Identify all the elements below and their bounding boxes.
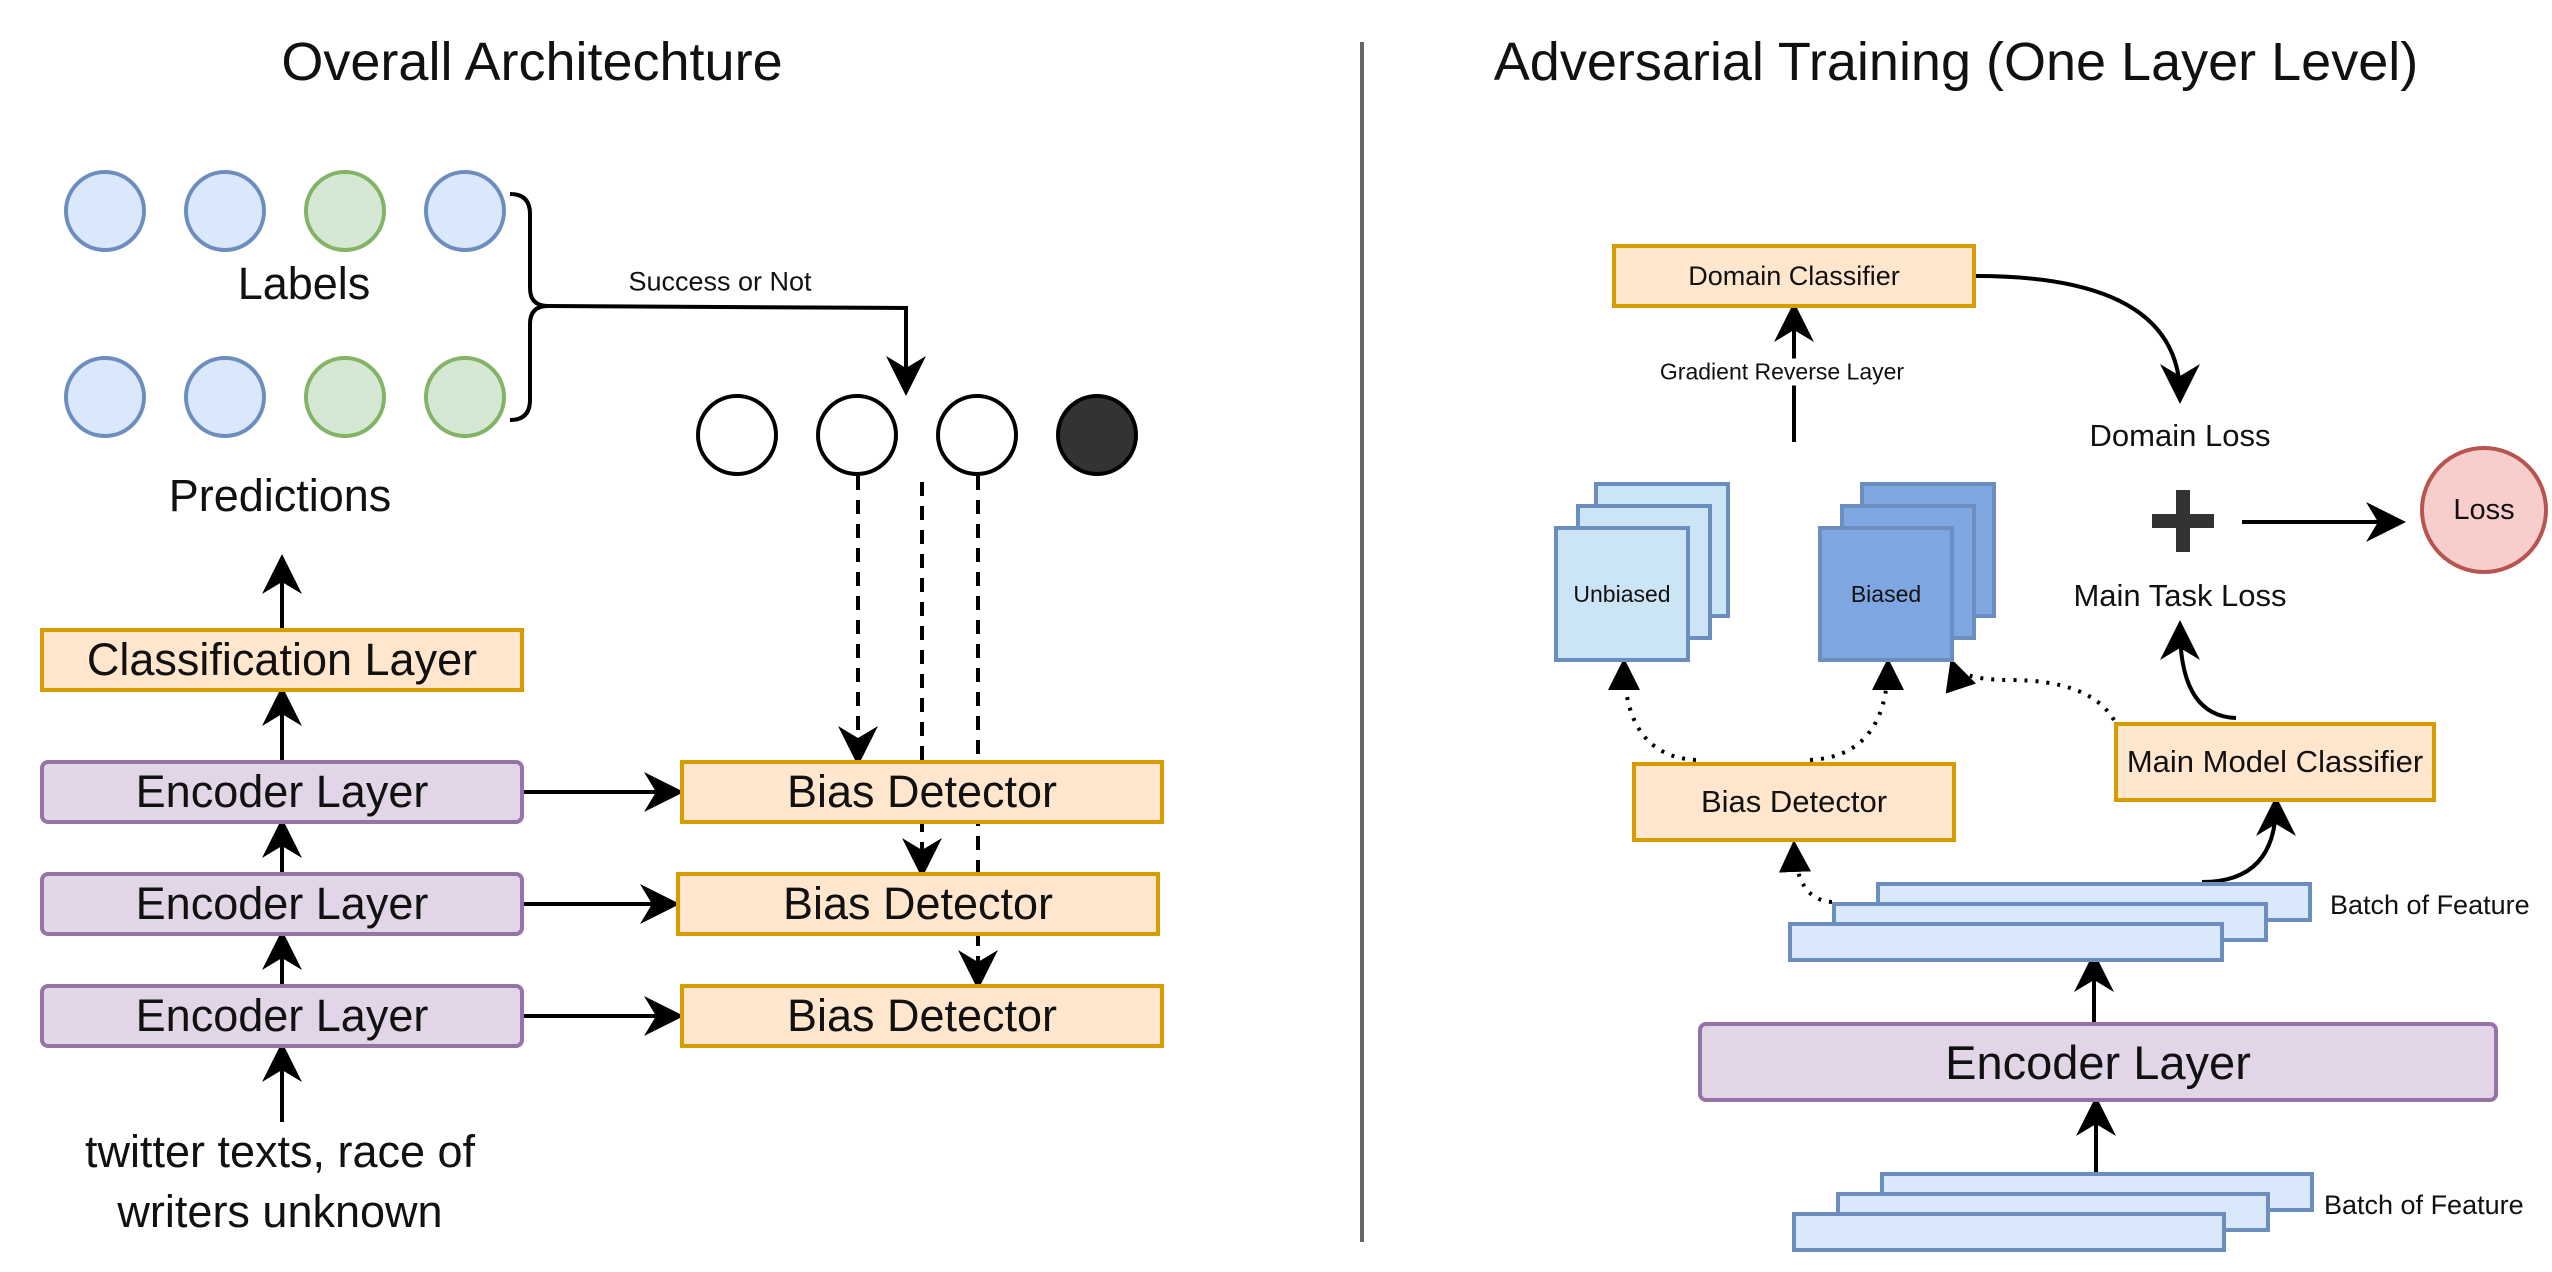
- prediction-circle: [64, 356, 146, 438]
- loss-circle: Loss: [2420, 446, 2548, 574]
- unbiased-card: Unbiased: [1554, 526, 1690, 662]
- main-task-loss-label: Main Task Loss: [2073, 578, 2287, 613]
- biased-card: Biased: [1818, 526, 1954, 662]
- outcome-circle: [696, 394, 778, 476]
- success-arrow: [547, 304, 926, 396]
- outcome-circle: [1056, 394, 1138, 476]
- prediction-circle: [184, 356, 266, 438]
- bias-detector: Bias Detector: [676, 872, 1160, 936]
- feature-bar-front: [1792, 1212, 2226, 1252]
- batch-feature-label-top: Batch of Feature: [2330, 890, 2530, 920]
- label-circle: [424, 170, 506, 252]
- batch-feature-label-bottom: Batch of Feature: [2324, 1190, 2524, 1220]
- label-circle: [64, 170, 146, 252]
- labels-caption: Labels: [237, 258, 371, 309]
- label-circle: [304, 170, 386, 252]
- outcome-circle: [936, 394, 1018, 476]
- gradient-reverse-label: Gradient Reverse Layer: [1655, 358, 1909, 386]
- dotted-arrow-bias-detector-to-biased: [1809, 658, 1904, 762]
- main-model-classifier: Main Model Classifier: [2114, 722, 2436, 802]
- domain-classifier: Domain Classifier: [1612, 244, 1976, 308]
- success-caption: Success or Not: [628, 266, 812, 297]
- bias-detector: Bias Detector: [680, 760, 1164, 824]
- input-text-line1: twitter texts, race of: [84, 1126, 476, 1177]
- dotted-arrow-main-classifier-to-biased: [1945, 658, 2116, 722]
- arrow-domain-classifier-to-domain-loss: [1975, 274, 2200, 404]
- predictions-caption: Predictions: [168, 470, 392, 521]
- dotted-arrow-feature-to-bias-detector: [1779, 840, 1833, 904]
- prediction-circle: [304, 356, 386, 438]
- classification-layer: Classification Layer: [40, 628, 524, 692]
- right-panel-title: Adversarial Training (One Layer Level): [1493, 32, 2419, 92]
- prediction-circle: [424, 356, 506, 438]
- encoder-layer-right: Encoder Layer: [1698, 1022, 2498, 1102]
- arrow-feature-to-main-classifier: [2201, 796, 2296, 884]
- labels-predictions-brace: [509, 192, 549, 422]
- plus-icon: [2152, 490, 2214, 552]
- dotted-arrow-bias-detector-to-unbiased: [1608, 658, 1697, 762]
- arrow-main-classifier-to-task-loss: [2160, 620, 2237, 720]
- label-circle: [184, 170, 266, 252]
- encoder-layer: Encoder Layer: [40, 872, 524, 936]
- outcome-circle: [816, 394, 898, 476]
- encoder-layer: Encoder Layer: [40, 760, 524, 824]
- bias-detector-right: Bias Detector: [1632, 762, 1956, 842]
- left-panel-title: Overall Architechture: [281, 32, 783, 92]
- encoder-layer: Encoder Layer: [40, 984, 524, 1048]
- domain-loss-label: Domain Loss: [2089, 418, 2271, 453]
- bias-detector: Bias Detector: [680, 984, 1164, 1048]
- input-text-line2: writers unknown: [117, 1186, 443, 1237]
- feature-bar-front: [1788, 922, 2224, 962]
